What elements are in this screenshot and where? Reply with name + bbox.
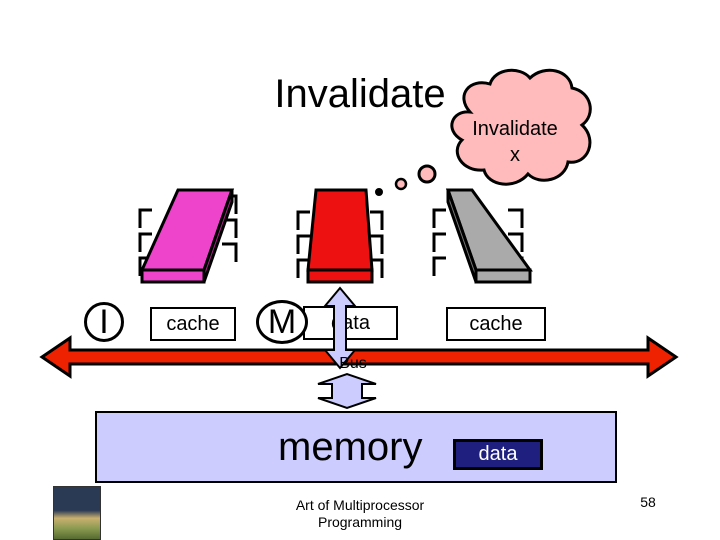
slide-title: Invalidate <box>274 72 446 116</box>
state-letter-modified: M <box>256 300 308 344</box>
footer-text: Art of Multiprocessor Programming <box>280 497 440 531</box>
memory-data-box: data <box>453 439 543 470</box>
bus-memory-arrow <box>317 372 377 410</box>
thought-bubble-dots <box>375 164 437 196</box>
cache-bus-arrow <box>322 286 358 370</box>
processor-chip-pink <box>138 188 238 284</box>
processor-chip-red <box>296 188 384 284</box>
bus-arrow <box>39 335 679 379</box>
footer-line-2: Programming <box>317 514 403 530</box>
bus-label: Bus <box>339 355 367 372</box>
memory-label: memory <box>278 425 423 469</box>
thought-text: Invalidate x <box>445 116 585 168</box>
book-cover-image <box>53 486 101 540</box>
thought-line-2: x <box>510 144 520 166</box>
cache-box-right: cache <box>446 307 546 341</box>
page-number: 58 <box>640 494 656 510</box>
footer-line-1: Art of Multiprocessor <box>295 497 425 513</box>
cache-box-left: cache <box>150 307 236 341</box>
thought-cloud <box>450 68 592 186</box>
processor-chip-gray <box>432 188 533 284</box>
state-letter-invalid: I <box>84 302 124 342</box>
thought-line-1: Invalidate <box>472 118 558 140</box>
